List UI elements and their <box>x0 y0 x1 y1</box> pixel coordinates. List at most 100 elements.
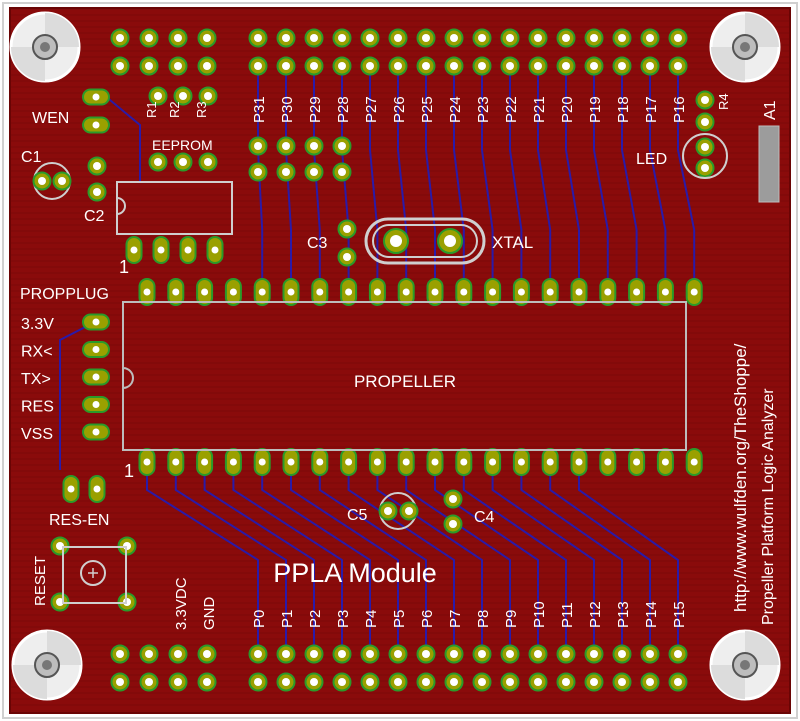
bottom-pin-label: P14 <box>643 601 660 628</box>
top-header-pad <box>584 28 604 48</box>
bottom-pin-label: P10 <box>531 601 548 628</box>
chip-pin-bottom <box>512 448 530 476</box>
top-header-pad <box>416 28 436 48</box>
bottom-header-pad <box>640 672 660 692</box>
chip-pin-top <box>167 278 185 306</box>
aux-header-pad <box>276 136 296 156</box>
r4-pad <box>695 112 715 132</box>
c1-pad <box>52 171 72 191</box>
top-pin-label: P18 <box>615 96 632 123</box>
power-3v3-label: 3.3VDC <box>173 577 190 630</box>
top-pin-label: P17 <box>643 96 660 123</box>
bottom-header-pad <box>472 672 492 692</box>
bottom-left-header-pad <box>197 644 217 664</box>
url-line-2: Propeller Platform Logic Analyzer <box>760 388 777 625</box>
top-pin-label: P27 <box>363 96 380 123</box>
bottom-header-pad <box>444 644 464 664</box>
chip-pin-bottom <box>311 448 329 476</box>
c1-pad <box>32 171 52 191</box>
propplug-title: PROPPLUG <box>20 286 109 303</box>
bottom-header-pad <box>444 672 464 692</box>
gnd-label: GND <box>201 597 218 631</box>
top-header-pad <box>444 56 464 76</box>
trace-top-8 <box>481 70 494 290</box>
trace-top-9 <box>509 70 523 290</box>
top-pin-label: P26 <box>391 96 408 123</box>
bottom-header-pad <box>388 644 408 664</box>
wen-jumper-pad <box>82 116 110 134</box>
top-header-pad <box>444 28 464 48</box>
r2-label: R2 <box>167 101 182 118</box>
led-label: LED <box>636 151 667 168</box>
module-title: PPLA Module <box>273 558 437 588</box>
bottom-header-pad <box>640 644 660 664</box>
top-pin-label: P21 <box>531 96 548 123</box>
trace-top-13 <box>621 70 638 290</box>
chip-pin-bottom <box>426 448 444 476</box>
top-pin-label: P20 <box>559 96 576 123</box>
trace-bottom-5 <box>290 465 399 650</box>
reset-button-outline <box>62 546 127 604</box>
aux-header-pad <box>248 136 268 156</box>
top-header-pad <box>640 56 660 76</box>
chip-pin-bottom <box>282 448 300 476</box>
propeller-chip-outline <box>122 301 687 451</box>
top-header-pad <box>332 28 352 48</box>
chip-pin-bottom <box>368 448 386 476</box>
aux-header-pad <box>332 136 352 156</box>
chip-pin-top <box>455 278 473 306</box>
bottom-pin-label: P4 <box>363 610 380 628</box>
chip-pin-top <box>599 278 617 306</box>
top-pin-label: P24 <box>447 96 464 123</box>
led-pad <box>695 158 715 178</box>
top-left-header-pad <box>139 56 159 76</box>
bottom-header-pad <box>332 672 352 692</box>
mounting-hole-top-left <box>9 11 81 83</box>
bottom-pin-label: P13 <box>615 601 632 628</box>
bottom-header-pad <box>388 672 408 692</box>
bottom-left-header-pad <box>110 672 130 692</box>
r4-pad <box>695 90 715 110</box>
led-outline <box>682 133 728 179</box>
top-header-pad <box>360 56 380 76</box>
aux-header-pad <box>304 162 324 182</box>
eeprom-pin <box>152 236 170 264</box>
chip-pin-bottom <box>397 448 415 476</box>
trace-bottom-4 <box>261 465 371 650</box>
bottom-header-pad <box>248 672 268 692</box>
top-header-pad <box>528 56 548 76</box>
reset-button-cap <box>80 560 106 586</box>
eeprom-notch <box>116 197 126 215</box>
bottom-header-pad <box>528 672 548 692</box>
propplug-pin-label: RES <box>21 399 54 416</box>
chip-pin-top <box>484 278 502 306</box>
top-pin-label: P22 <box>503 96 520 123</box>
propeller-chip-notch <box>122 367 134 389</box>
bottom-pin-label: P7 <box>447 610 464 628</box>
pad-layer <box>32 28 715 692</box>
chip-pin-top <box>340 278 358 306</box>
bottom-header-pad <box>248 644 268 664</box>
trace-bottom-12 <box>491 465 595 650</box>
resistor-pad <box>173 152 193 172</box>
chip-pin-bottom <box>570 448 588 476</box>
pin1-marker-top: 1 <box>119 257 129 277</box>
chip-pin-top <box>628 278 646 306</box>
bottom-header-pad <box>360 672 380 692</box>
chip-pin-bottom <box>484 448 502 476</box>
chip-pin-bottom <box>224 448 242 476</box>
eeprom-outline <box>116 181 233 235</box>
trace-bottom-3 <box>232 465 343 650</box>
c2-pad <box>87 182 107 202</box>
bottom-header-pad <box>416 644 436 664</box>
chip-pin-bottom <box>455 448 473 476</box>
trace-top-14 <box>649 70 667 290</box>
xtal-body-inner <box>372 224 478 258</box>
top-header-pad <box>528 28 548 48</box>
c5-pad <box>378 501 398 521</box>
trace-bottom-13 <box>520 465 623 650</box>
chip-pin-top <box>656 278 674 306</box>
top-header-pad <box>248 28 268 48</box>
eeprom-pin <box>125 236 143 264</box>
